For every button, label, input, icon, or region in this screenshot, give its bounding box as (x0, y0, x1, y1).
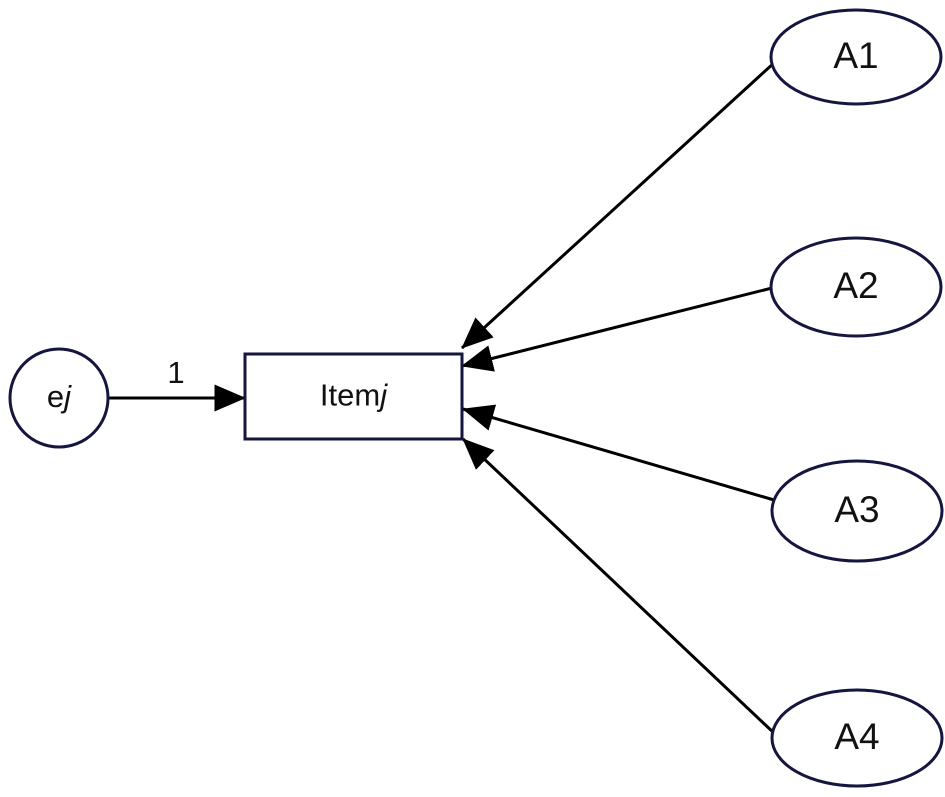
edge-a1-to-item[interactable] (460, 60, 777, 350)
node-a1[interactable]: A1 (769, 8, 943, 106)
node-error-term[interactable]: ej (8, 347, 110, 449)
node-a2[interactable]: A2 (769, 236, 943, 338)
node-a4[interactable]: A4 (770, 688, 944, 788)
edge-a2-to-item[interactable] (461, 286, 773, 372)
node-item-label: Itemj (320, 378, 388, 413)
node-item-shape (243, 352, 464, 441)
edge-a4-to-item[interactable] (461, 437, 777, 736)
edges-layer (109, 60, 777, 736)
edge-a3-to-item[interactable] (462, 404, 775, 502)
node-a3-label: A3 (834, 489, 879, 530)
node-a1-label: A1 (833, 35, 878, 76)
node-a3-shape (770, 459, 944, 563)
edge-labels-layer: 1 (167, 355, 184, 390)
node-a4-shape (770, 688, 944, 788)
node-error-term-label: ej (47, 379, 72, 414)
node-a3[interactable]: A3 (770, 459, 944, 563)
node-a2-shape (769, 236, 943, 338)
node-a4-label: A4 (834, 716, 879, 757)
node-a2-label: A2 (833, 265, 878, 306)
node-error-term-shape (8, 347, 110, 449)
node-a1-shape (769, 8, 943, 106)
edge-ej-to-item-label: 1 (167, 355, 184, 390)
node-item[interactable]: Itemj (243, 352, 464, 441)
